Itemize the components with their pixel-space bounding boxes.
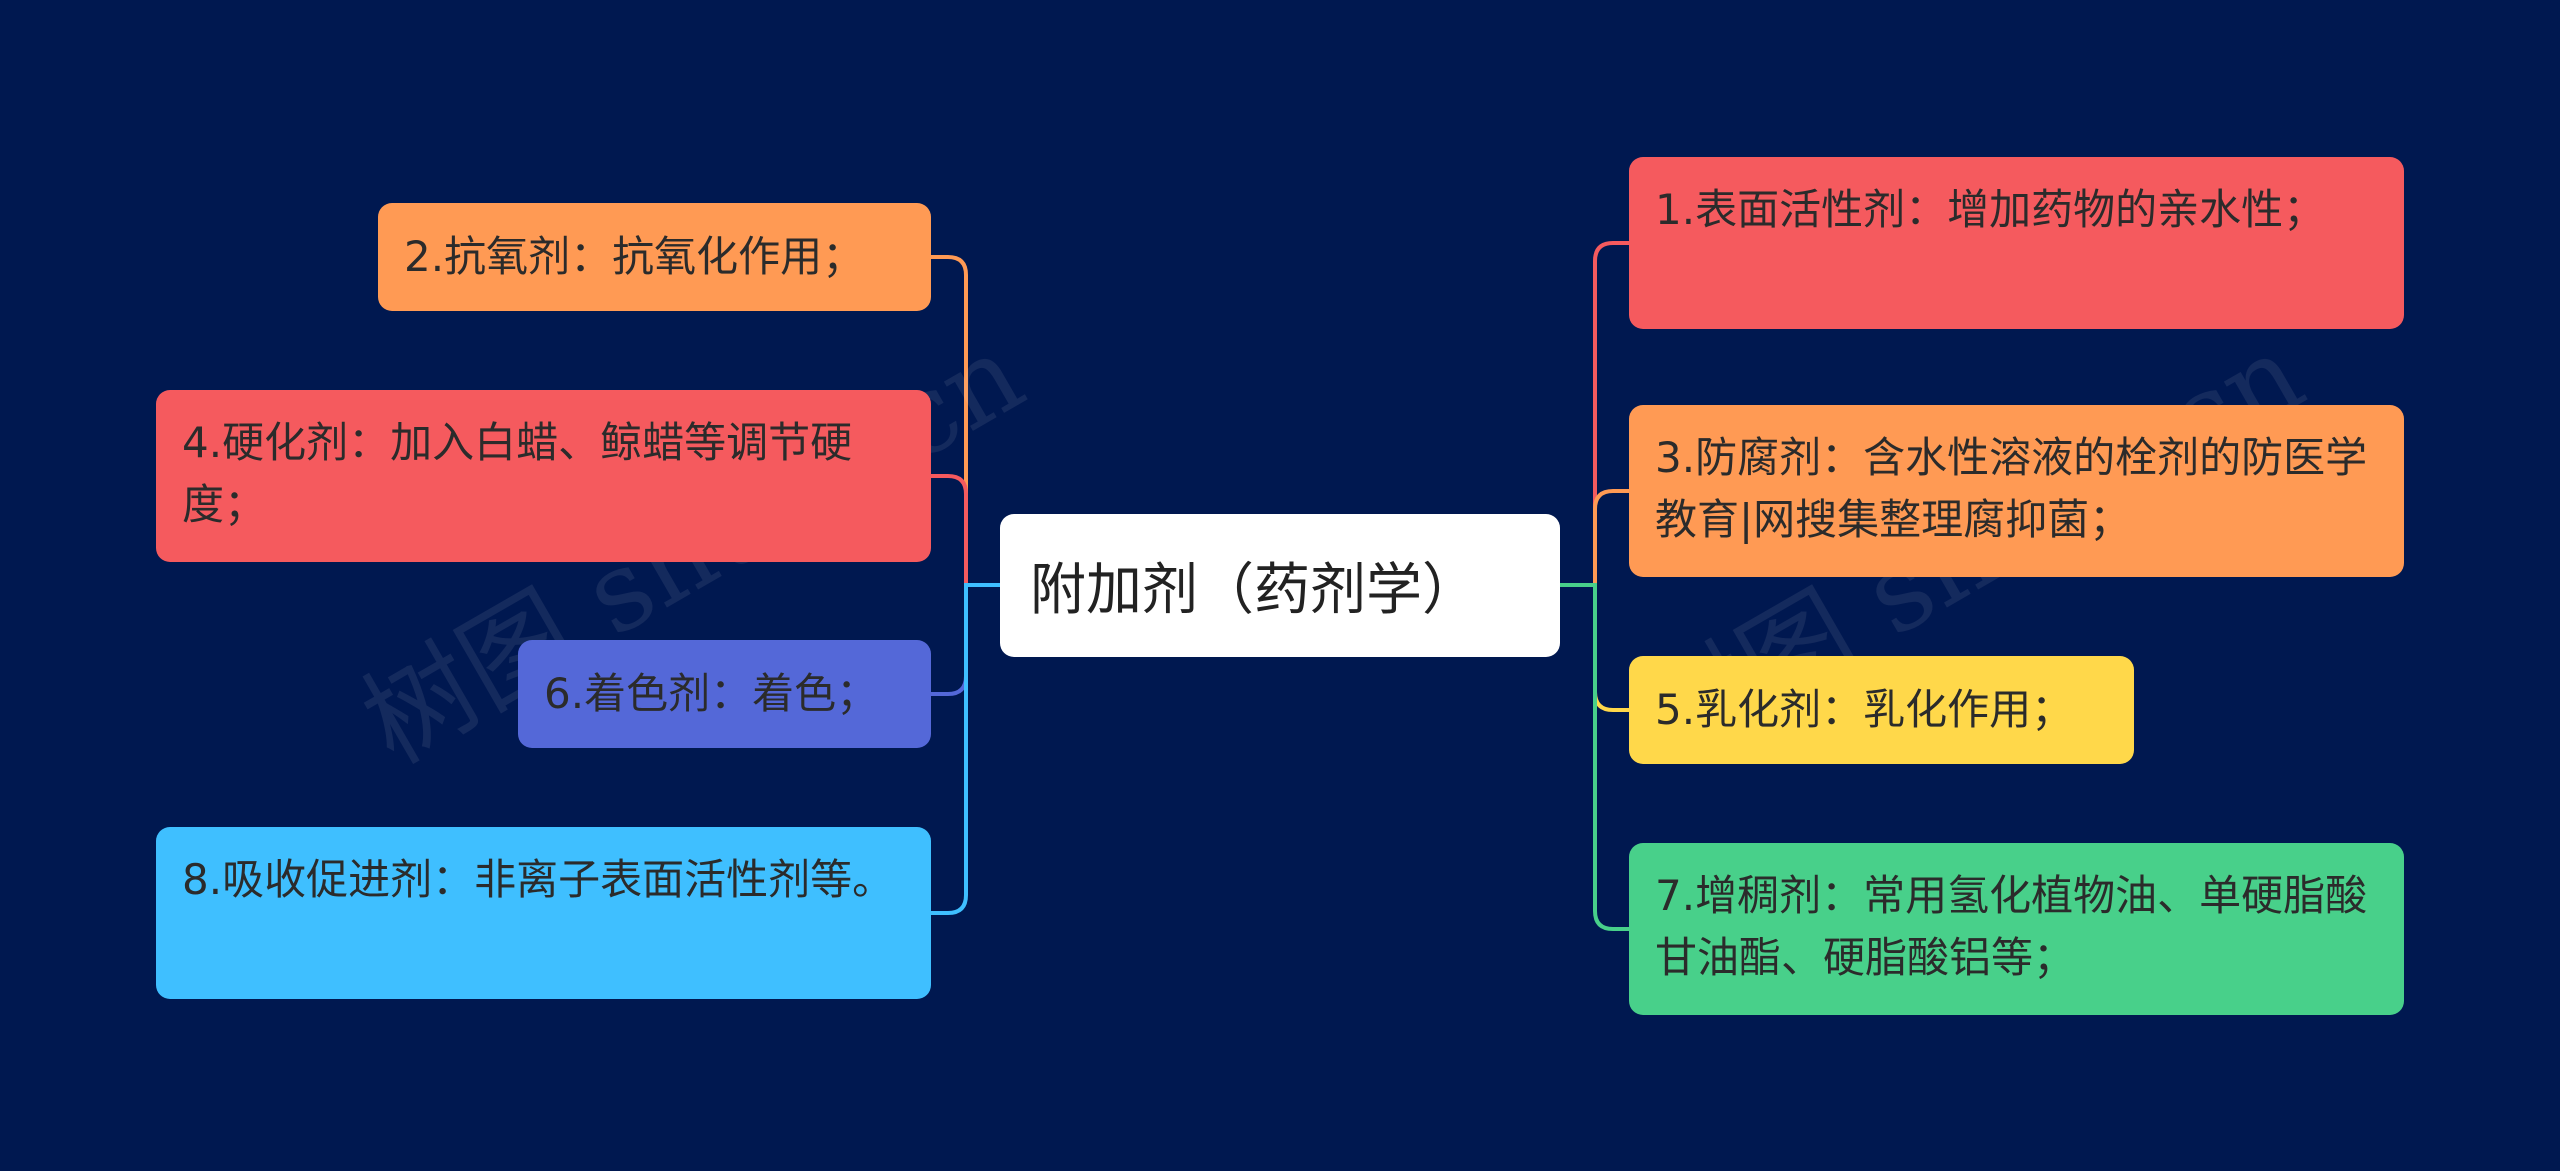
node-emulsifier-label: 5.乳化剂：乳化作用； (1655, 685, 2074, 734)
node-colorant[interactable]: 6.着色剂：着色； (518, 640, 931, 748)
connector-left-1 (931, 474, 1000, 587)
connector-right-0 (1560, 241, 1629, 587)
node-surfactant-label: 1.表面活性剂：增加药物的亲水性； (1655, 185, 2326, 234)
root-node[interactable]: 附加剂（药剂学） (1000, 514, 1560, 657)
connector-right-3 (1560, 583, 1629, 931)
node-antioxidant[interactable]: 2.抗氧剂：抗氧化作用； (378, 203, 931, 311)
node-emulsifier[interactable]: 5.乳化剂：乳化作用； (1629, 656, 2134, 764)
node-thickener-label: 7.增稠剂：常用氢化植物油、单硬脂酸甘油酯、硬脂酸铝等； (1655, 871, 2368, 982)
node-colorant-label: 6.着色剂：着色； (544, 669, 879, 718)
connector-left-0 (931, 255, 1000, 587)
node-preservative[interactable]: 3.防腐剂：含水性溶液的栓剂的防医学教育|网搜集整理腐抑菌； (1629, 405, 2404, 577)
connector-left-3 (931, 583, 1000, 915)
node-absorption-enhancer-label: 8.吸收促进剂：非离子表面活性剂等。 (182, 855, 895, 904)
node-preservative-label: 3.防腐剂：含水性溶液的栓剂的防医学教育|网搜集整理腐抑菌； (1655, 433, 2368, 544)
root-node-label: 附加剂（药剂学） (1030, 558, 1478, 623)
node-hardener[interactable]: 4.硬化剂：加入白蜡、鲸蜡等调节硬度； (156, 390, 931, 562)
node-absorption-enhancer[interactable]: 8.吸收促进剂：非离子表面活性剂等。 (156, 827, 931, 999)
node-surfactant[interactable]: 1.表面活性剂：增加药物的亲水性； (1629, 157, 2404, 329)
node-antioxidant-label: 2.抗氧剂：抗氧化作用； (404, 232, 865, 281)
node-hardener-label: 4.硬化剂：加入白蜡、鲸蜡等调节硬度； (182, 418, 853, 529)
node-thickener[interactable]: 7.增稠剂：常用氢化植物油、单硬脂酸甘油酯、硬脂酸铝等； (1629, 843, 2404, 1015)
connector-right-1 (1560, 489, 1629, 587)
